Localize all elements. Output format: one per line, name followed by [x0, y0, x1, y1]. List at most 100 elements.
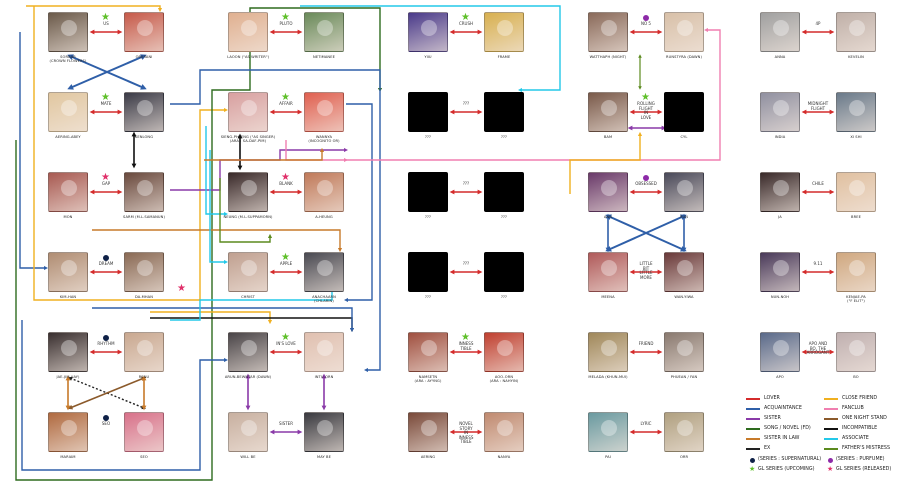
character-name: XI SHI: [850, 135, 862, 139]
legend-label: ACQUAINTANCE: [764, 406, 802, 411]
character-name: DA-MHAN: [134, 295, 154, 299]
relationship-title: CRUSH: [458, 21, 474, 26]
legend-label: ONE NIGHT STAND: [842, 416, 887, 421]
character-portrait: [48, 252, 88, 292]
navy-dot-icon: [103, 335, 109, 341]
relationship-title: RHYTHM: [97, 341, 115, 346]
acquaintance-arrow: [67, 54, 147, 90]
legend-swatch: [746, 428, 760, 430]
character-name: WILL BE: [240, 455, 256, 459]
legend-swatch: [746, 398, 760, 400]
green-star-icon: ★: [101, 12, 110, 23]
character-name: I-AOON ("AS WRITER"): [226, 55, 270, 59]
character-portrait: [228, 252, 268, 292]
character-name: ???: [424, 135, 432, 139]
character-portrait: [484, 332, 524, 372]
character-name: SARM (M.L.SAMANUN): [123, 215, 165, 219]
legend-swatch: [746, 448, 760, 450]
legend-label: SISTER IN LAW: [764, 436, 800, 441]
fathers-mistress-path: [219, 178, 273, 243]
character-portrait: [836, 332, 876, 372]
legend-label: EX: [764, 446, 771, 451]
navy-dot-icon: [750, 458, 755, 463]
character-name: CHRIST: [241, 295, 255, 299]
character-name: MARIAM: [60, 455, 76, 459]
character-name: MEENA: [601, 295, 615, 299]
relationship-title: NO 5: [641, 21, 651, 26]
relationship-title: APPLE: [279, 261, 293, 266]
legend-label: GL SERIES (RELEASED): [836, 467, 892, 472]
pink-star-icon: ★: [101, 172, 110, 183]
character-name: JA: [778, 215, 782, 219]
character-portrait: [588, 412, 628, 452]
character-portrait: [408, 412, 448, 452]
character-portrait: [408, 332, 448, 372]
character-portrait: [484, 12, 524, 52]
character-portrait: [304, 332, 344, 372]
legend-label: ASSOCIATE: [842, 436, 869, 441]
character-portrait: [836, 252, 876, 292]
legend-swatch: [824, 438, 838, 440]
legend-swatch: [824, 418, 838, 420]
character-portrait: [664, 172, 704, 212]
sister-in-law-path: [92, 229, 343, 253]
one-night-stand-arrow: [67, 376, 147, 410]
character-name: INTU-ORN: [314, 375, 334, 379]
legend-label: GL SERIES (UPCOMING): [758, 467, 815, 472]
character-name: RUNSTYRA (DAWN): [666, 55, 702, 59]
relationship-title: DREAM: [98, 261, 114, 266]
character-name: RUN: [679, 215, 689, 219]
character-portrait: [588, 172, 628, 212]
character-name: SORBAR (CROWN FLOWERS): [49, 55, 87, 64]
close-friend-path: [150, 311, 273, 325]
character-name: YIIU: [424, 55, 432, 59]
character-name: NUN-NOH: [770, 295, 790, 299]
relationship-title: INNESS TIBLE: [458, 341, 474, 351]
legend-swatch: [746, 408, 760, 410]
character-portrait: [760, 252, 800, 292]
character-portrait: [228, 12, 268, 52]
associate-path: [170, 287, 335, 321]
character-name: BO: [853, 375, 859, 379]
purple-dot-icon: [828, 458, 833, 463]
acquaintance-path: [343, 103, 373, 303]
relationship-title: ???: [462, 261, 470, 266]
legend-label: FANCLUB: [842, 406, 864, 411]
character-portrait: [760, 332, 800, 372]
acquaintance-path: [170, 69, 381, 373]
green-star-icon: ★: [461, 332, 470, 343]
associate-path: [209, 150, 229, 265]
green-star-icon: ★: [281, 12, 290, 23]
character-portrait: [760, 172, 800, 212]
character-portrait: [760, 92, 800, 132]
character-portrait: [228, 172, 268, 212]
acquaintance-arrow: [605, 214, 687, 252]
relationship-title: BLANK: [279, 181, 293, 186]
character-name: MON: [63, 215, 73, 219]
character-portrait: [484, 92, 524, 132]
character-portrait: [836, 92, 876, 132]
legend-label: CLOSE FRIEND: [842, 396, 878, 401]
character-portrait: [228, 412, 268, 452]
character-name: WAN-YIWA: [674, 295, 694, 299]
character-name: CYL: [680, 135, 688, 139]
character-portrait: [124, 172, 164, 212]
green-star-icon: ★: [461, 12, 470, 23]
character-name: NAMSETN (ARA : AYYNG): [414, 375, 442, 384]
character-portrait: [304, 252, 344, 292]
character-name: ANNA: [774, 55, 786, 59]
character-portrait: [124, 332, 164, 372]
legend-label: SONG / NOVEL (FD): [764, 426, 811, 431]
pink-star-icon: ★: [827, 465, 834, 473]
character-name: ANACHAARN (CHLARIN): [312, 295, 336, 304]
relationship-title: OBSESSED: [635, 181, 657, 186]
character-name: ORJIRANI: [135, 55, 153, 59]
character-name: ???: [500, 215, 508, 219]
character-name: AERING: [420, 455, 436, 459]
pink-star-icon: ★: [177, 283, 186, 294]
song-novel-path: [15, 7, 383, 481]
character-portrait: [408, 12, 448, 52]
character-portrait: [124, 12, 164, 52]
character-portrait: [408, 252, 448, 292]
